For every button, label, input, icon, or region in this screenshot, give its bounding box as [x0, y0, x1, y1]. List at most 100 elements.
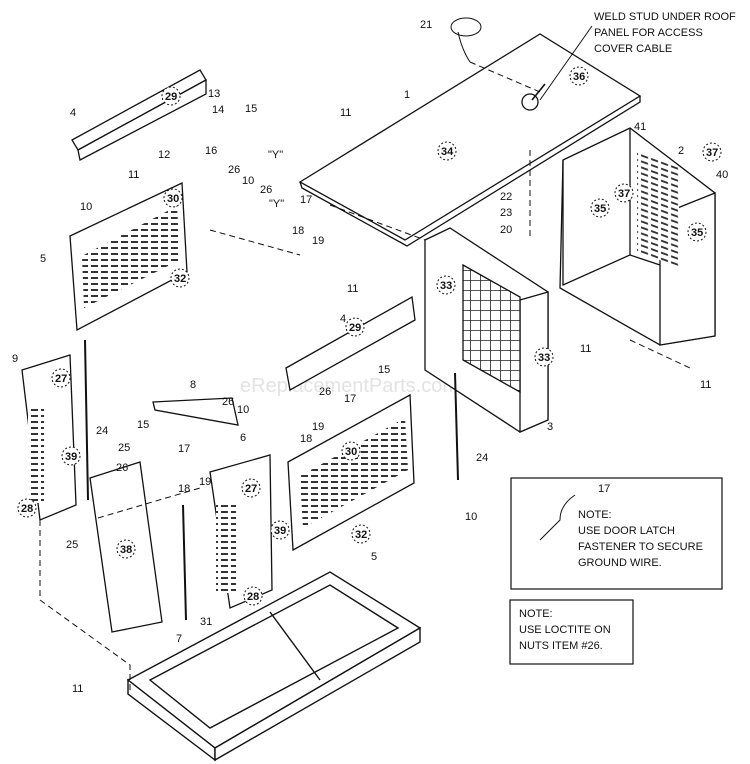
right-cabinet — [559, 127, 716, 346]
back-panel — [424, 227, 549, 433]
callout-ring — [241, 478, 261, 498]
part-callout-label: 11 — [128, 169, 139, 181]
part-callout-label: 18 — [178, 483, 190, 495]
part-callout-label: 19 — [199, 476, 211, 488]
callout-ring — [270, 520, 290, 540]
callout-ring — [243, 586, 263, 606]
top-rail-upper — [71, 69, 207, 161]
callout-ring — [702, 142, 722, 162]
part-callout-label: 32 — [355, 529, 367, 541]
loctite-line-2: USE LOCTITE ON — [519, 624, 611, 636]
part-callout-label: 37 — [618, 188, 630, 200]
part-callout-label: 17 — [344, 393, 356, 405]
callout-ring — [569, 66, 589, 86]
part-callout-label: 25 — [118, 442, 130, 454]
loctite-line-1: NOTE: — [519, 608, 553, 620]
top-rail-lower — [285, 295, 416, 392]
assembly-lines — [39, 61, 691, 690]
part-callout-label: 26 — [222, 396, 234, 408]
part-callout-label: 10 — [237, 404, 249, 416]
part-callout-label: 18 — [300, 433, 312, 445]
part-callout-label: 19 — [312, 421, 324, 433]
part-callout-label: 6 — [240, 432, 246, 444]
part-callout-label: 11 — [347, 283, 358, 295]
part-callout-label: 23 — [500, 207, 512, 219]
part-callout-label: 4 — [340, 313, 346, 325]
hinge-rod-left — [84, 339, 89, 501]
part-callout-label: 8 — [190, 379, 196, 391]
part-callout-label: 35 — [691, 227, 703, 239]
part-callout-label: 33 — [538, 352, 550, 364]
part-callout-label: 11 — [340, 107, 351, 119]
part-callout-label: "Y" — [269, 198, 284, 210]
part-callout-label: 29 — [349, 322, 361, 334]
weld-stud-note: WELD STUD UNDER ROOF PANEL FOR ACCESS CO… — [539, 11, 736, 101]
door-latch-line-4: GROUND WIRE. — [578, 557, 662, 569]
part-callout-label: 20 — [500, 224, 512, 236]
base-frame — [126, 571, 422, 762]
callout-ring — [614, 183, 634, 203]
roof-panel — [298, 33, 642, 247]
part-callout-label: 28 — [247, 591, 259, 603]
callout-ring — [534, 347, 554, 367]
callout-ring — [170, 268, 190, 288]
support-rod — [182, 504, 187, 621]
callout-ring — [116, 539, 136, 559]
part-callout-label: 41 — [634, 121, 646, 133]
part-callout-label: 26 — [319, 386, 331, 398]
weld-stud-line-3: COVER CABLE — [594, 43, 672, 55]
part-callout-label: 5 — [40, 253, 46, 265]
part-callout-label: 39 — [65, 451, 77, 463]
part-callout-label: 1 — [404, 89, 410, 101]
part-callout-label: 22 — [500, 191, 512, 203]
part-callout-label: 4 — [70, 107, 76, 119]
part-callout-label: 11 — [72, 683, 83, 695]
part-callout-label: "Y" — [268, 149, 283, 161]
part-callout-label: 18 — [292, 225, 304, 237]
part-callout-label: 13 — [208, 88, 220, 100]
callout-ring — [341, 441, 361, 461]
callout-ring — [687, 222, 707, 242]
part-callout-label: 21 — [420, 19, 432, 31]
callout-ring — [51, 368, 71, 388]
part-callout-label: 16 — [205, 145, 217, 157]
callout-ring — [163, 188, 183, 208]
part-callout-label: 26 — [228, 164, 240, 176]
callout-ring — [351, 524, 371, 544]
access-cover — [450, 17, 482, 63]
loctite-line-3: NUTS ITEM #26. — [519, 640, 603, 652]
part-callout-label: 28 — [21, 503, 33, 515]
part-callout-label: 26 — [116, 462, 128, 474]
part-callout-label: 27 — [245, 483, 257, 495]
door-latch-note-box: 17 NOTE: USE DOOR LATCH FASTENER TO SECU… — [510, 477, 723, 590]
part-callout-label: 24 — [96, 425, 108, 437]
part-callout-label: 30 — [167, 193, 179, 205]
weld-stud-line-2: PANEL FOR ACCESS — [594, 27, 703, 39]
door-latch-line-1: NOTE: — [578, 509, 612, 521]
end-panel — [209, 454, 273, 609]
part-callout-label: 14 — [212, 104, 224, 116]
part-callout-label: 38 — [120, 544, 132, 556]
part-callout-label: 33 — [440, 280, 452, 292]
part-callout-label: 15 — [378, 364, 390, 376]
part-callout-label: 17 — [178, 443, 190, 455]
part-callout-label: 36 — [573, 71, 585, 83]
part-callout-label: 39 — [274, 525, 286, 537]
callout-ring — [437, 141, 457, 161]
part-callout-label: 40 — [716, 169, 728, 181]
part-callout-label: 24 — [476, 452, 488, 464]
part-callout-label: 3 — [547, 421, 553, 433]
part-callout-label: 15 — [137, 419, 149, 431]
part-callout-label: 25 — [66, 539, 78, 551]
part-callout-label: 27 — [55, 373, 67, 385]
callout-ring — [345, 317, 365, 337]
weld-stud-line-1: WELD STUD UNDER ROOF — [594, 11, 736, 23]
callout-ring — [590, 198, 610, 218]
part-callout-label: 32 — [174, 273, 186, 285]
part-callout-label: 7 — [176, 633, 182, 645]
door-latch-line-2: USE DOOR LATCH — [578, 525, 675, 537]
part-callout-label: 29 — [165, 91, 177, 103]
part-callout-label: 12 — [158, 149, 170, 161]
part-callout-label: 26 — [260, 184, 272, 196]
